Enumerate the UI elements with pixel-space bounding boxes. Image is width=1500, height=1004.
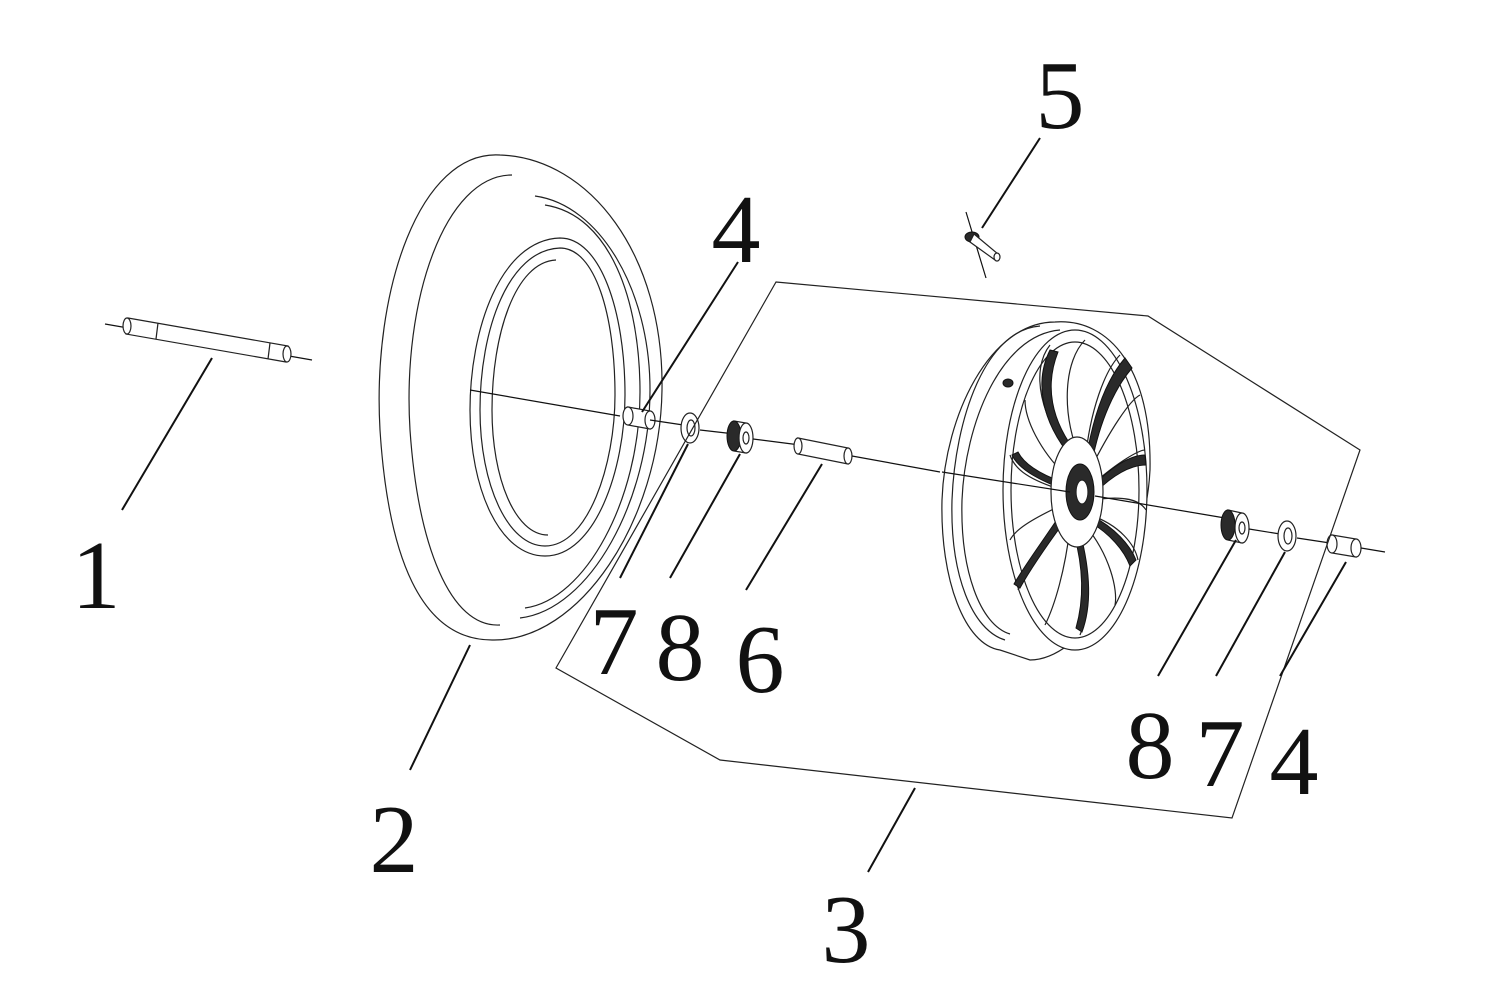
leader-7-right: [1215, 551, 1286, 677]
leader-4-left: [641, 261, 739, 413]
callout-6: 6: [736, 606, 785, 714]
tire-part: [378, 154, 663, 641]
valve-part: [964, 211, 1001, 279]
callout-labels: 1 2 3 4 5 6 7 8 8 7 4: [72, 42, 1319, 984]
callout-4-right: 4: [1270, 708, 1319, 816]
leader-4-right: [1279, 561, 1347, 677]
spacer-right-part: [1326, 534, 1386, 558]
callout-7-left: 7: [590, 588, 639, 696]
bearing-right-part: [1220, 509, 1281, 544]
bearing-sleeve-part: [793, 437, 941, 473]
leader-1: [121, 357, 213, 511]
leader-3: [867, 787, 916, 873]
callout-5: 5: [1036, 42, 1085, 150]
wheel-rim-part: [941, 321, 1226, 661]
callout-8-right: 8: [1126, 692, 1175, 800]
leader-lines: [121, 137, 1347, 873]
assembly-outline: [555, 281, 1361, 819]
axle-part: [104, 317, 313, 363]
leader-2: [409, 644, 471, 771]
leader-6: [745, 463, 823, 591]
seal-right-part: [1277, 520, 1331, 552]
bearing-left-part: [726, 420, 801, 454]
callout-4-left: 4: [712, 176, 761, 284]
leader-5: [981, 137, 1041, 229]
callout-8-left: 8: [656, 594, 705, 702]
leader-8-right: [1157, 539, 1237, 677]
leader-7-left: [619, 443, 689, 579]
callout-2: 2: [370, 786, 419, 894]
callout-7-right: 7: [1196, 700, 1245, 808]
leader-8-left: [669, 453, 741, 579]
seal-left-part: [680, 412, 736, 444]
callout-1: 1: [72, 522, 121, 630]
callout-3: 3: [822, 876, 871, 984]
